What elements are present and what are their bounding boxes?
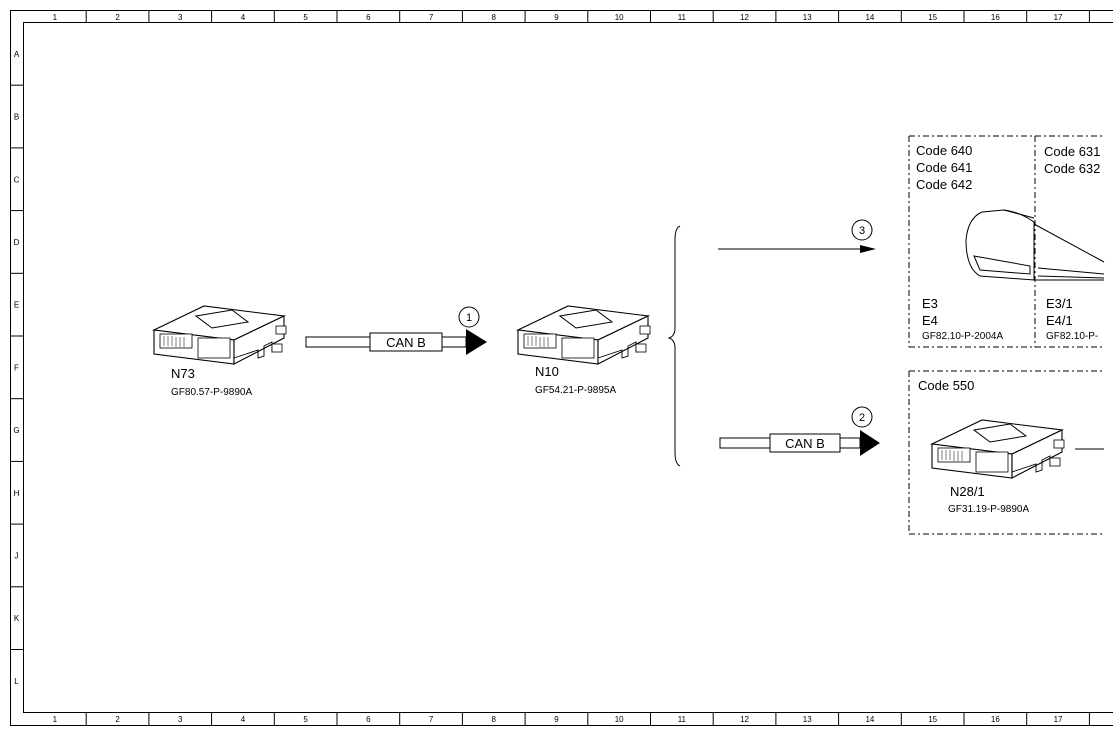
- can-b-arrow-2: [719, 430, 880, 456]
- column-label-top: 13: [803, 13, 812, 22]
- row-label: H: [14, 489, 20, 498]
- column-label-top: 1: [53, 13, 58, 22]
- lamp-e4-1: E4/1: [1046, 313, 1073, 328]
- trailer-module-box: [908, 370, 1104, 535]
- column-label-bottom: 5: [303, 715, 308, 724]
- frame-border: [10, 10, 1113, 726]
- column-label-bottom: 2: [115, 715, 120, 724]
- module-n73-label: N73: [171, 366, 195, 381]
- column-label-top: 15: [928, 13, 937, 22]
- column-label-bottom: 10: [615, 715, 624, 724]
- code-641: Code 641: [916, 160, 972, 175]
- drawing-border: [23, 22, 1113, 713]
- column-label-bottom: 4: [241, 715, 246, 724]
- column-label-bottom: 1: [53, 715, 58, 724]
- grid-reference-marks: 1122334455667788991010111112121313141415…: [10, 10, 1090, 726]
- code-632: Code 632: [1044, 161, 1100, 176]
- column-label-top: 10: [615, 13, 624, 22]
- row-label: C: [14, 175, 20, 184]
- module-n28-1-label: N28/1: [950, 484, 985, 499]
- column-label-top: 11: [678, 13, 687, 22]
- code-640: Code 640: [916, 143, 972, 158]
- can-b-label-1: CAN B: [386, 335, 426, 350]
- lamp-e3: E3: [922, 296, 938, 311]
- column-label-top: 17: [1054, 13, 1063, 22]
- lamp-e3-1: E3/1: [1046, 296, 1073, 311]
- column-label-bottom: 13: [803, 715, 812, 724]
- lamp-e4: E4: [922, 313, 938, 328]
- connection-number-1: 1: [466, 312, 472, 324]
- module-n10[interactable]: [517, 305, 651, 365]
- connection-number-2: 2: [859, 412, 865, 424]
- branch-brace: [667, 225, 681, 467]
- column-label-top: 8: [492, 13, 497, 22]
- column-label-bottom: 11: [678, 715, 687, 724]
- column-label-bottom: 3: [178, 715, 183, 724]
- row-label: K: [14, 614, 20, 623]
- column-label-top: 5: [303, 13, 308, 22]
- connection-number-2-badge: [851, 406, 873, 428]
- module-n10-ref: GF54.21-P-9895A: [535, 385, 616, 396]
- column-label-bottom: 14: [865, 715, 874, 724]
- row-label: A: [14, 50, 20, 59]
- can-b-arrow-1: [305, 329, 487, 355]
- row-label: F: [14, 363, 19, 372]
- lamp-left-ref: GF82.10-P-2004A: [922, 331, 1003, 342]
- tail-lamp-illustration: [965, 209, 1105, 281]
- column-label-bottom: 15: [928, 715, 937, 724]
- column-label-top: 2: [115, 13, 120, 22]
- column-label-bottom: 9: [554, 715, 559, 724]
- code-631: Code 631: [1044, 144, 1100, 159]
- module-n10-label: N10: [535, 364, 559, 379]
- column-label-top: 4: [241, 13, 246, 22]
- row-label: L: [14, 677, 19, 686]
- lamp-right-ref: GF82.10-P-: [1046, 331, 1098, 342]
- module-n73[interactable]: [153, 305, 287, 365]
- column-label-top: 16: [991, 13, 1000, 22]
- column-label-bottom: 7: [429, 715, 434, 724]
- row-label: E: [14, 301, 19, 310]
- connection-number-3-badge: [851, 219, 873, 241]
- column-label-bottom: 16: [991, 715, 1000, 724]
- column-label-top: 7: [429, 13, 434, 22]
- column-label-bottom: 17: [1054, 715, 1063, 724]
- connection-number-1-badge: [458, 306, 480, 328]
- module-n73-ref: GF80.57-P-9890A: [171, 387, 252, 398]
- row-label: G: [13, 426, 19, 435]
- column-label-bottom: 6: [366, 715, 371, 724]
- column-label-bottom: 12: [740, 715, 749, 724]
- column-label-top: 12: [740, 13, 749, 22]
- row-label: B: [14, 113, 19, 122]
- column-label-bottom: 8: [492, 715, 497, 724]
- row-label: D: [14, 238, 20, 247]
- module-n28-1-ref: GF31.19-P-9890A: [948, 504, 1029, 515]
- module-n28-1[interactable]: [931, 419, 1065, 479]
- tail-lamp-group-box: [908, 135, 1104, 348]
- column-label-top: 9: [554, 13, 559, 22]
- connection-3-arrowhead: [860, 245, 876, 253]
- can-b-label-2: CAN B: [785, 436, 825, 451]
- column-label-top: 6: [366, 13, 371, 22]
- column-label-top: 14: [865, 13, 874, 22]
- code-642: Code 642: [916, 177, 972, 192]
- column-label-top: 3: [178, 13, 183, 22]
- row-label: J: [15, 551, 19, 560]
- code-550: Code 550: [918, 378, 974, 393]
- connection-number-3: 3: [859, 225, 865, 237]
